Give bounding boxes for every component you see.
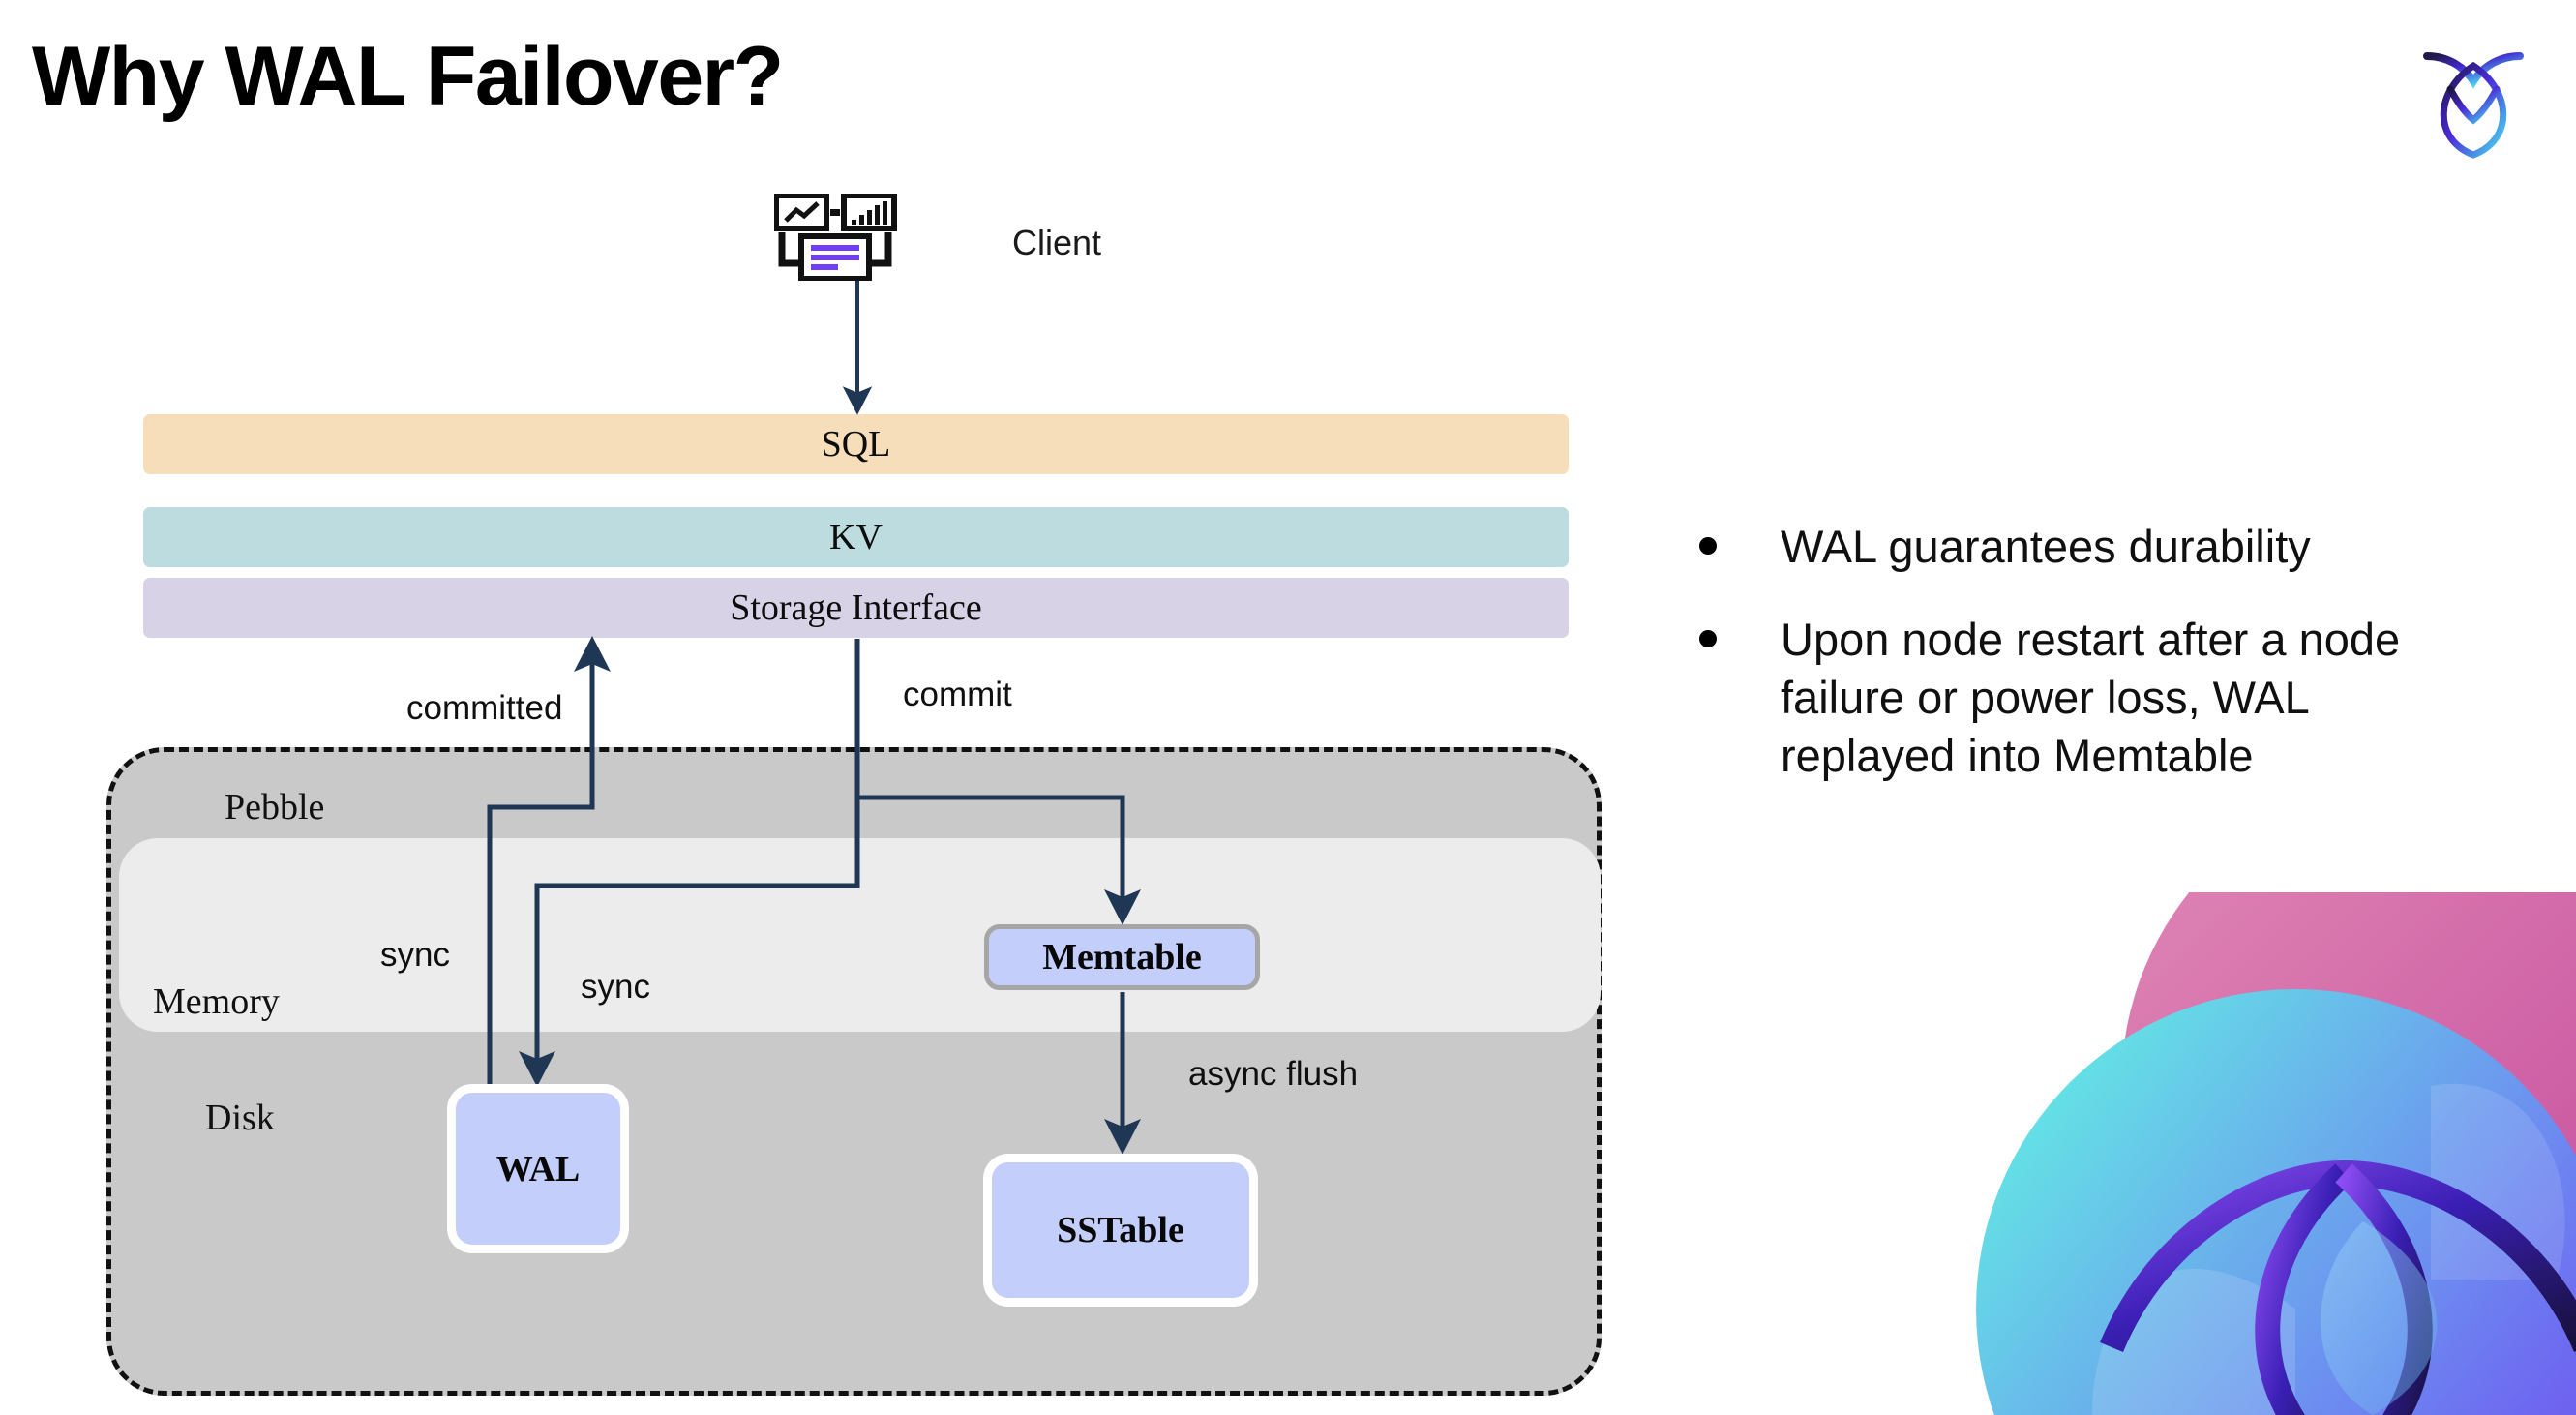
edge-label-sync-1: sync <box>380 936 450 974</box>
cockroachdb-watermark-icon <box>1918 892 2576 1415</box>
list-item: WAL guarantees durability <box>1699 518 2473 576</box>
client-monitor-icon <box>773 193 929 282</box>
node-wal: WAL <box>447 1084 629 1253</box>
page-title: Why WAL Failover? <box>32 30 784 123</box>
edge-label-sync-2: sync <box>581 968 650 1006</box>
edge-label-committed: committed <box>406 689 563 727</box>
layer-bar-kv: KV <box>143 507 1569 567</box>
bullet-dot-icon <box>1699 630 1717 648</box>
memory-region <box>119 838 1601 1032</box>
layer-bar-storage-interface: Storage Interface <box>143 578 1569 638</box>
node-memtable: Memtable <box>984 924 1260 990</box>
edge-label-commit: commit <box>903 676 1012 713</box>
node-sstable: SSTable <box>983 1154 1258 1307</box>
pebble-label: Pebble <box>225 787 325 828</box>
edge-label-async-flush: async flush <box>1188 1055 1359 1093</box>
bullet-list: WAL guarantees durability Upon node rest… <box>1699 518 2473 821</box>
bullet-text: WAL guarantees durability <box>1781 521 2311 572</box>
memory-label: Memory <box>153 981 280 1022</box>
bullet-text: Upon node restart after a node failure o… <box>1781 614 2401 782</box>
layer-bar-sql: SQL <box>143 414 1569 474</box>
disk-label: Disk <box>205 1098 275 1138</box>
cockroachdb-logo-icon <box>2406 35 2541 166</box>
bullet-dot-icon <box>1699 537 1717 555</box>
list-item: Upon node restart after a node failure o… <box>1699 611 2473 785</box>
client-label: Client <box>1012 223 1102 262</box>
